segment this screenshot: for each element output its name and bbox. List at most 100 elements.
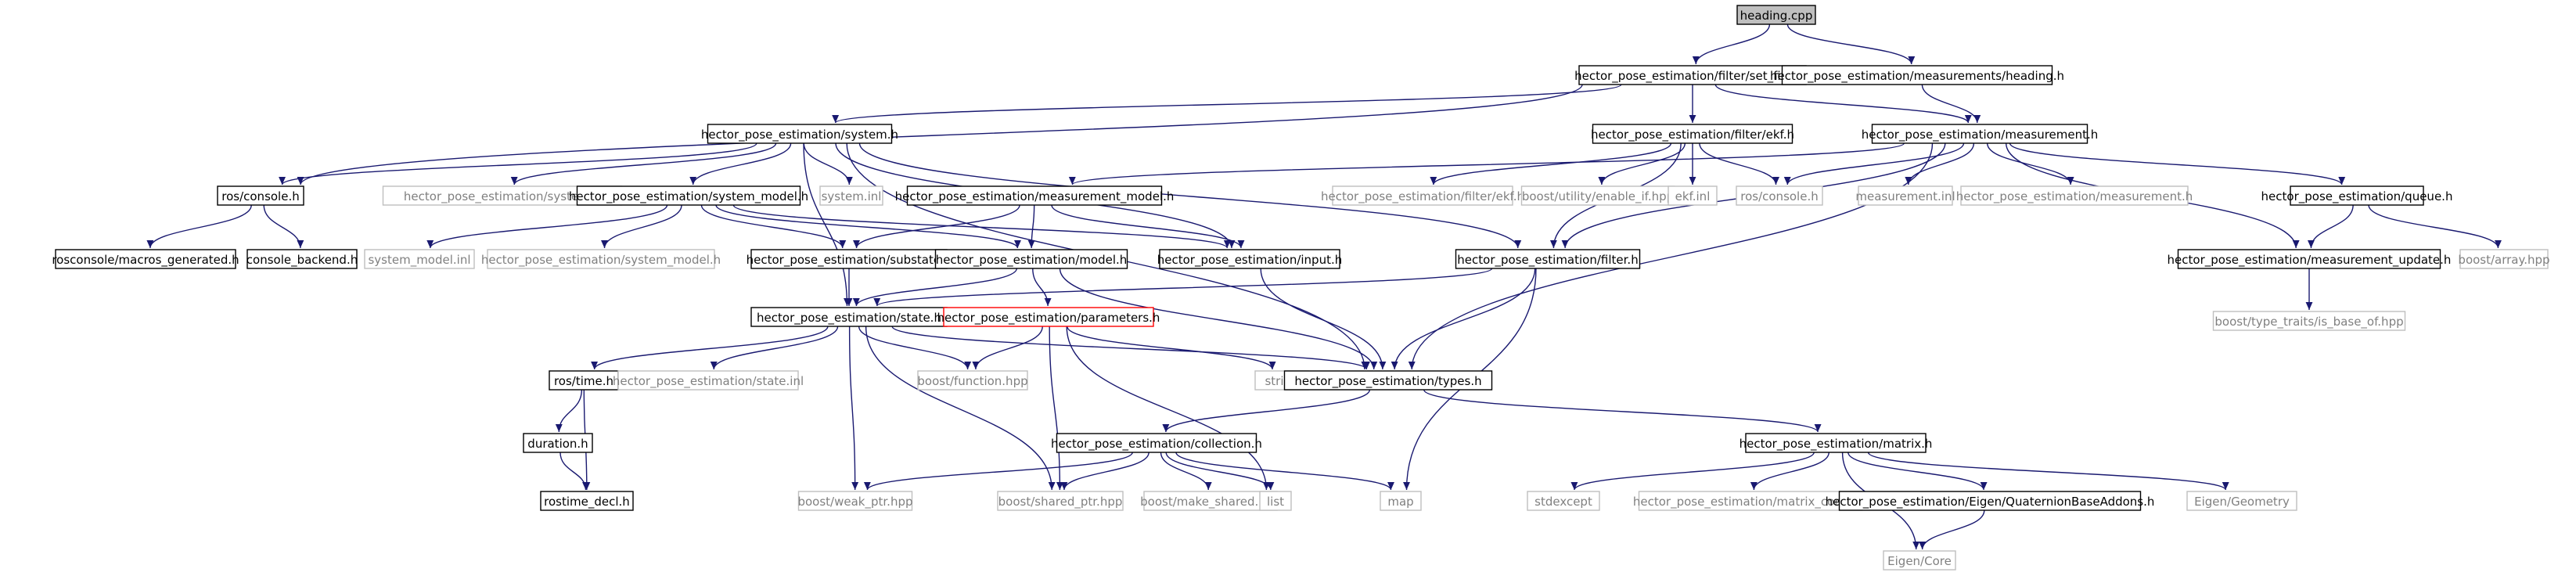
edge-n38-n41 <box>1060 452 1149 491</box>
node-n30[interactable]: hector_pose_estimation/parameters.h <box>937 307 1160 327</box>
node-label: rostime_decl.h <box>544 495 630 509</box>
node-n29[interactable]: hector_pose_estimation/state.h <box>750 307 948 327</box>
node-label: hector_pose_estimation/system_model.h <box>569 189 808 204</box>
node-label: hector_pose_estimation/parameters.h <box>937 311 1160 326</box>
node-label: console_backend.h <box>246 253 358 268</box>
edge-n4-n11 <box>1430 142 1672 185</box>
node-label: hector_pose_estimation/input.h <box>1157 253 1343 268</box>
node-n17[interactable]: hector_pose_estimation/queue.h <box>2261 185 2453 206</box>
edge-n8-n24 <box>732 204 1231 249</box>
node-n19[interactable]: console_backend.h <box>246 249 358 269</box>
node-label: boost/utility/enable_if.hpp <box>1522 189 1674 204</box>
edge-n39-n45 <box>1570 452 1815 491</box>
node-n4[interactable]: hector_pose_estimation/filter/ekf.h <box>1591 124 1794 144</box>
node-n3[interactable]: hector_pose_estimation/system.h <box>701 124 898 144</box>
node-label: boost/weak_ptr.hpp <box>797 495 912 509</box>
edge-n29-n40 <box>848 326 859 491</box>
edge-n47-n49 <box>1919 509 1985 550</box>
edge-n10-n23 <box>1027 204 1035 249</box>
node-n18[interactable]: rosconsole/macros_generated.h <box>52 249 239 269</box>
node-n47[interactable]: hector_pose_estimation/Eigen/QuaternionB… <box>1826 491 2155 511</box>
edge-n36-n37 <box>559 452 589 491</box>
edge-n38-n42 <box>1160 452 1212 491</box>
edge-n8-n20 <box>426 204 668 249</box>
node-n1[interactable]: hector_pose_estimation/filter/set_filter… <box>1574 65 1811 85</box>
node-n24[interactable]: hector_pose_estimation/input.h <box>1157 249 1343 269</box>
edge-n35-n39 <box>1423 389 1822 433</box>
edge-n5-n14 <box>1783 142 1965 185</box>
edge-n4-n12 <box>1598 142 1686 185</box>
node-n16: hector_pose_estimation/measurement.h <box>1956 185 2193 206</box>
node-n39[interactable]: hector_pose_estimation/matrix.h <box>1740 433 1933 453</box>
edge-n10-n22 <box>853 204 1020 249</box>
node-n45: stdexcept <box>1527 491 1600 511</box>
node-n23[interactable]: hector_pose_estimation/model.h <box>934 249 1128 269</box>
node-n0[interactable]: heading.cpp <box>1736 5 1816 25</box>
node-n2[interactable]: hector_pose_estimation/measurements/head… <box>1770 65 2064 85</box>
edge-n5-n15 <box>1905 142 1975 185</box>
node-n20: system_model.inl <box>364 249 475 269</box>
node-label: Eigen/Geometry <box>2194 495 2290 509</box>
node-label: ros/console.h <box>1740 189 1818 203</box>
node-n31[interactable]: ros/time.h <box>549 370 619 391</box>
edge-n31-n36 <box>555 389 583 433</box>
edge-n39-n46 <box>1750 452 1829 491</box>
edge-n30-n41 <box>1049 326 1063 491</box>
node-label: boost/array.hpp <box>2458 253 2549 267</box>
edge-n6-n18 <box>146 204 252 249</box>
node-label: hector_pose_estimation/measurements/head… <box>1770 69 2064 84</box>
node-label: map <box>1387 495 1413 509</box>
node-n35[interactable]: hector_pose_estimation/types.h <box>1283 370 1493 391</box>
edge-n38-n44 <box>1175 452 1394 491</box>
node-label: hector_pose_estimation/types.h <box>1294 374 1481 389</box>
edge-n1-n5 <box>1714 84 1972 124</box>
edge-n5-n10 <box>1069 142 1905 185</box>
node-label: hector_pose_estimation/state.inl <box>613 374 804 389</box>
edge-n29-n31 <box>591 326 829 370</box>
node-label: hector_pose_estimation/matrix_config.h <box>1633 495 1868 509</box>
node-n40: boost/weak_ptr.hpp <box>797 491 913 511</box>
edge-n8-n23 <box>715 204 1021 249</box>
edge-n3-n7 <box>510 142 777 185</box>
edge-n39-n47 <box>1847 452 1988 491</box>
edge-n10-n24 <box>1051 204 1245 249</box>
node-label: hector_pose_estimation/queue.h <box>2261 189 2453 204</box>
edge-n17-n26 <box>2307 204 2354 249</box>
edge-n29-n41 <box>865 326 1056 491</box>
edge-n29-n33 <box>858 326 972 370</box>
node-label: ekf.inl <box>1675 189 1711 203</box>
node-n5[interactable]: hector_pose_estimation/measurement.h <box>1862 124 2099 144</box>
node-n6[interactable]: ros/console.h <box>217 185 304 206</box>
node-n38[interactable]: hector_pose_estimation/collection.h <box>1051 433 1262 453</box>
node-label: hector_pose_estimation/substate.h <box>747 253 952 268</box>
edge-n5-n17 <box>2009 142 2346 185</box>
edge-n30-n34 <box>1067 326 1276 370</box>
node-n25[interactable]: hector_pose_estimation/filter.h <box>1455 249 1641 269</box>
node-label: hector_pose_estimation/system_model.h <box>481 253 721 268</box>
node-label: system_model.inl <box>368 253 470 268</box>
node-n26[interactable]: hector_pose_estimation/measurement_updat… <box>2168 249 2452 269</box>
edge-n8-n22 <box>700 204 847 249</box>
node-n49: Eigen/Core <box>1883 550 1956 571</box>
node-label: Eigen/Core <box>1887 554 1952 568</box>
node-n8[interactable]: hector_pose_estimation/system_model.h <box>569 185 808 206</box>
edge-n6-n19 <box>263 204 304 249</box>
node-n10[interactable]: hector_pose_estimation/measurement_model… <box>895 185 1175 206</box>
node-n36[interactable]: duration.h <box>523 433 593 453</box>
edge-n3-n9 <box>803 142 853 185</box>
node-label: hector_pose_estimation/filter/ekf.h <box>1591 128 1794 142</box>
node-n44: map <box>1380 491 1422 511</box>
node-label: hector_pose_estimation/measurement.h <box>1862 128 2099 142</box>
node-label: rosconsole/macros_generated.h <box>52 253 239 268</box>
node-n22[interactable]: hector_pose_estimation/substate.h <box>747 249 952 269</box>
node-label: stdexcept <box>1534 495 1592 509</box>
node-n37[interactable]: rostime_decl.h <box>540 491 634 511</box>
node-label: hector_pose_estimation/filter/set_filter… <box>1574 69 1811 84</box>
edge-n0-n1 <box>1692 23 1771 65</box>
edge-n3-n25 <box>858 142 1522 249</box>
nodes-layer: heading.cpp hector_pose_estimation/filter… <box>52 5 2550 571</box>
node-label: list <box>1267 495 1284 509</box>
node-n48: Eigen/Geometry <box>2186 491 2297 511</box>
edges-layer <box>146 23 2502 550</box>
node-n15: measurement.inl <box>1855 185 1955 206</box>
